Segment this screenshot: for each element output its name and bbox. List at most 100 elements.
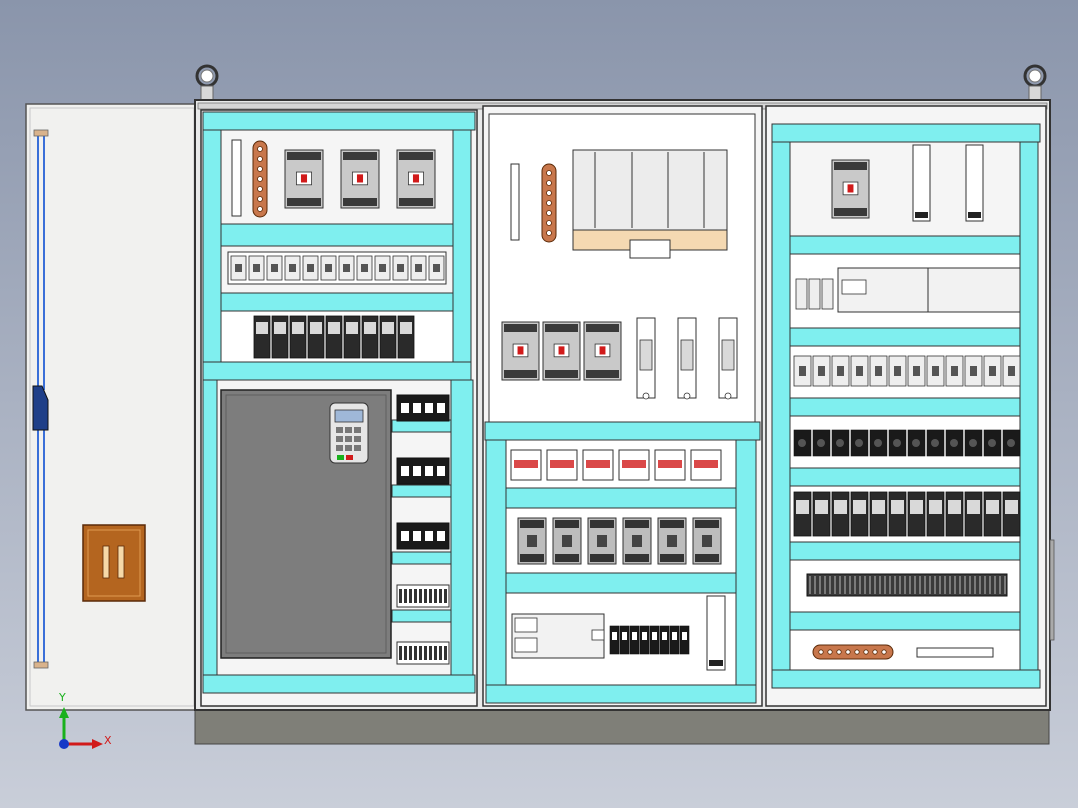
terminal-block [793,429,812,457]
miniature-breaker [869,355,888,387]
small-breaker [546,449,578,481]
relay [907,491,926,537]
terminal-block [659,625,670,655]
small-breaker [582,449,614,481]
miniature-breaker [428,255,445,281]
contactor [517,517,547,565]
fuse-holder [718,317,738,400]
small-breaker [618,449,650,481]
main-isolator-switch [572,149,728,259]
axis-origin [59,739,69,749]
relay [926,491,945,537]
miniature-breaker [266,255,283,281]
power-supply-right-1 [912,144,931,222]
miniature-breaker [821,278,834,310]
contactor [552,517,582,565]
miniature-breaker [888,355,907,387]
terminal-rail-right [806,573,1008,597]
terminal-block [964,429,983,457]
small-breaker-group [396,394,450,422]
axis-x-label: X [104,734,112,747]
relay [945,491,964,537]
fuse-holder [636,317,656,400]
miniature-breaker [1002,355,1021,387]
terminal-block [850,429,869,457]
main-breaker-left [340,149,380,209]
miniature-breaker [320,255,337,281]
terminal-strip-left [231,139,242,217]
relay [361,315,379,359]
terminal-block [869,429,888,457]
cabinet-section-left [200,109,478,707]
miniature-breaker [302,255,319,281]
terminal-strip-right [916,647,994,658]
miniature-breaker [945,355,964,387]
power-supply-right-2 [965,144,984,222]
terminal-block [1002,429,1021,457]
vfd-keypad [329,402,369,464]
plc-module-right [837,267,1021,313]
main-breaker-center [501,321,540,381]
axis-triad: Y X [58,691,112,749]
relay [379,315,397,359]
terminal-block [639,625,650,655]
rail-left-2 [220,292,454,312]
copper-bar-right [812,644,894,660]
relay [397,315,415,359]
relay [964,491,983,537]
plc-module-center [511,613,605,659]
relay [812,491,831,537]
terminal-block [812,429,831,457]
miniature-breaker [356,255,373,281]
main-breaker-left [396,149,436,209]
miniature-breaker [983,355,1002,387]
relay [343,315,361,359]
fuse-holder [677,317,697,400]
small-breaker-group [396,457,450,485]
miniature-breaker [392,255,409,281]
miniature-breaker [230,255,247,281]
terminal-group [396,641,450,665]
relay [831,491,850,537]
terminal-block [679,625,690,655]
miniature-breaker [284,255,301,281]
relay [850,491,869,537]
terminal-block [907,429,926,457]
axis-y-label: Y [58,691,66,704]
terminal-block [831,429,850,457]
contactor [622,517,652,565]
miniature-breaker [338,255,355,281]
miniature-breaker [793,355,812,387]
cabinet-section-center [482,105,763,707]
relay [271,315,289,359]
relay [869,491,888,537]
terminal-block [629,625,640,655]
small-breaker [690,449,722,481]
small-breaker-group [396,522,450,550]
miniature-breaker [795,278,808,310]
miniature-breaker [808,278,821,310]
miniature-breaker [831,355,850,387]
terminal-block [619,625,630,655]
relay [325,315,343,359]
cabinet-section-right [765,105,1055,707]
terminal-block [983,429,1002,457]
terminal-block [609,625,620,655]
door-handle-icon [32,385,49,431]
contactor [692,517,722,565]
terminal-block [945,429,964,457]
terminal-block [669,625,680,655]
small-breaker [654,449,686,481]
miniature-breaker [410,255,427,281]
main-breaker-right [831,159,870,219]
relay [983,491,1002,537]
relay [289,315,307,359]
relay [307,315,325,359]
main-breaker-center [542,321,581,381]
small-breaker [510,449,542,481]
miniature-breaker [964,355,983,387]
relay [888,491,907,537]
terminal-block [649,625,660,655]
contactor [657,517,687,565]
